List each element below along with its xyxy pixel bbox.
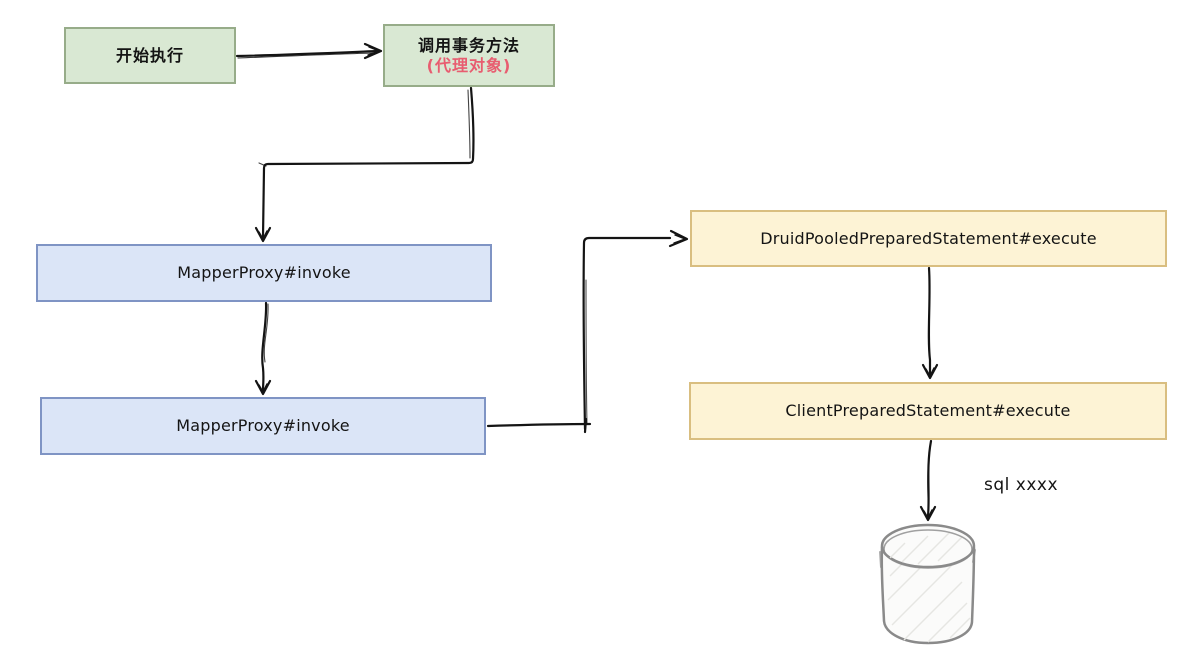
node-mapper-proxy-invoke-1: MapperProxy#invoke xyxy=(36,244,492,302)
node-start-label: 开始执行 xyxy=(115,45,184,65)
node-call-transaction-method-label: 调用事务方法 xyxy=(417,35,520,55)
arrow-mapper1-to-mapper2 xyxy=(254,301,272,396)
node-mapper-proxy-invoke-2-label: MapperProxy#invoke xyxy=(176,416,350,435)
arrow-mapper2-to-druid xyxy=(486,229,689,434)
node-call-transaction-method-sublabel: (代理对象) xyxy=(426,55,512,75)
node-druid-execute-label: DruidPooledPreparedStatement#execute xyxy=(760,228,1097,248)
node-mapper-proxy-invoke-2: MapperProxy#invoke xyxy=(40,397,486,455)
node-client-execute-label: ClientPreparedStatement#execute xyxy=(785,401,1071,420)
arrow-start-to-call xyxy=(235,42,383,60)
node-start: 开始执行 xyxy=(64,27,236,84)
arrow-call-to-mapper1 xyxy=(254,86,475,243)
node-mapper-proxy-invoke-1-label: MapperProxy#invoke xyxy=(177,263,351,282)
node-druid-pooled-prepared-statement-execute: DruidPooledPreparedStatement#execute xyxy=(690,210,1167,267)
node-call-transaction-method: 调用事务方法 (代理对象) xyxy=(383,24,555,87)
arrow-client-to-database xyxy=(919,439,937,522)
node-client-prepared-statement-execute: ClientPreparedStatement#execute xyxy=(689,382,1167,440)
database-cylinder-icon xyxy=(879,523,976,645)
sql-annotation: sql xxxx xyxy=(984,475,1059,495)
arrow-druid-to-client xyxy=(921,266,939,380)
